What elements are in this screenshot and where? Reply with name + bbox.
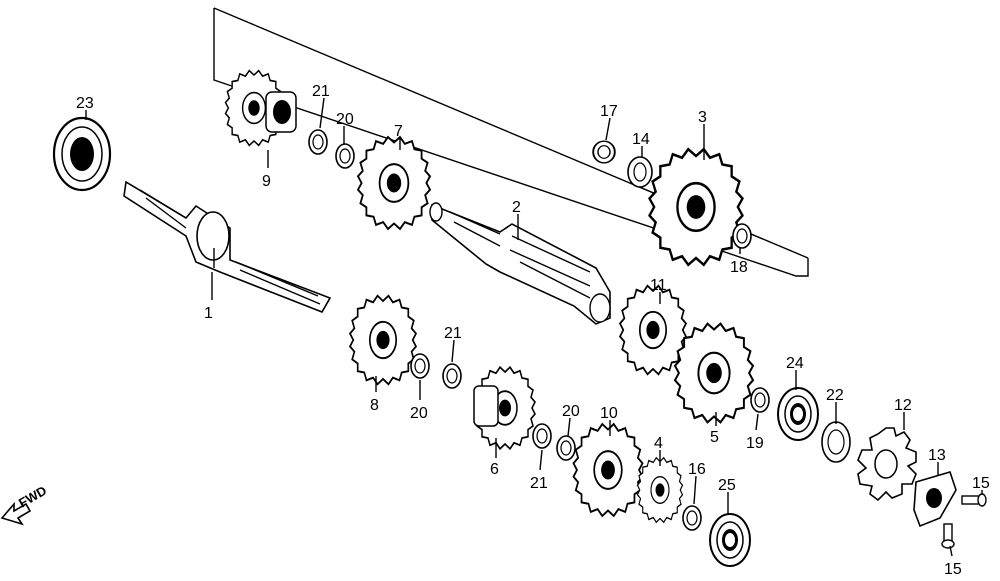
collar-22	[821, 421, 851, 463]
washer-20a	[335, 143, 355, 169]
fwd-arrow-icon: FWD	[0, 483, 49, 526]
callout-8: 8	[370, 397, 379, 414]
callout-10: 10	[600, 405, 618, 422]
gear-8	[349, 294, 417, 386]
gear-6	[473, 366, 536, 450]
circlip-21a	[308, 129, 328, 155]
bolt-15b	[941, 523, 955, 549]
callout-1: 1	[204, 305, 213, 322]
gear-9	[224, 69, 297, 147]
gear-7	[356, 136, 432, 230]
callout-20c: 20	[562, 403, 580, 420]
gear-10	[572, 423, 644, 517]
callout-12: 12	[894, 397, 912, 414]
callout-labels: 1 2 3 4 5 6 7 8 9 10 11 12 13 14 15 15 1…	[76, 83, 990, 578]
callout-23: 23	[76, 95, 94, 112]
drive-sprocket-12	[857, 427, 917, 502]
callout-11: 11	[650, 277, 667, 294]
callout-14: 14	[632, 131, 650, 148]
circlip-21b	[442, 363, 462, 389]
callout-6: 6	[490, 461, 499, 478]
callout-20a: 20	[336, 111, 354, 128]
washer-17	[592, 140, 616, 164]
callout-3: 3	[698, 109, 707, 126]
washer-16	[682, 505, 702, 531]
bearing-25	[709, 513, 751, 567]
callout-9: 9	[262, 173, 271, 190]
washer-20c	[556, 435, 576, 461]
fwd-label: FWD	[16, 483, 49, 511]
callout-20b: 20	[410, 405, 428, 422]
callout-2: 2	[512, 199, 521, 216]
circlip-18	[732, 223, 752, 249]
callout-21c: 21	[530, 475, 548, 492]
washer-20b	[410, 353, 430, 379]
callout-18: 18	[730, 259, 748, 276]
gear-4	[636, 456, 684, 524]
callout-21a: 21	[312, 83, 330, 100]
callout-22: 22	[826, 387, 844, 404]
bearing-24	[777, 387, 819, 441]
callout-25: 25	[718, 477, 736, 494]
circlip-21c	[532, 423, 552, 449]
gear-5	[673, 322, 755, 424]
leader-lines	[85, 97, 983, 557]
gear-11	[619, 284, 687, 376]
washer-19	[750, 387, 770, 413]
callout-21b: 21	[444, 325, 462, 342]
callout-15b: 15	[944, 561, 962, 578]
callout-5: 5	[710, 429, 719, 446]
callout-4: 4	[654, 435, 663, 452]
callout-19: 19	[746, 435, 764, 452]
bearing-23	[52, 116, 112, 192]
callout-7: 7	[394, 123, 403, 140]
callout-24: 24	[786, 355, 804, 372]
mainshaft-1	[123, 180, 332, 313]
callout-16: 16	[688, 461, 706, 478]
bushing-14	[627, 156, 653, 188]
callout-17: 17	[600, 103, 618, 120]
callout-15a: 15	[972, 475, 990, 492]
gear-3	[648, 147, 744, 267]
group-bracket	[213, 8, 809, 277]
callout-13: 13	[928, 447, 946, 464]
sprocket-plate-13	[913, 471, 957, 528]
bolt-15a	[961, 493, 987, 507]
countershaft-2	[429, 202, 611, 325]
